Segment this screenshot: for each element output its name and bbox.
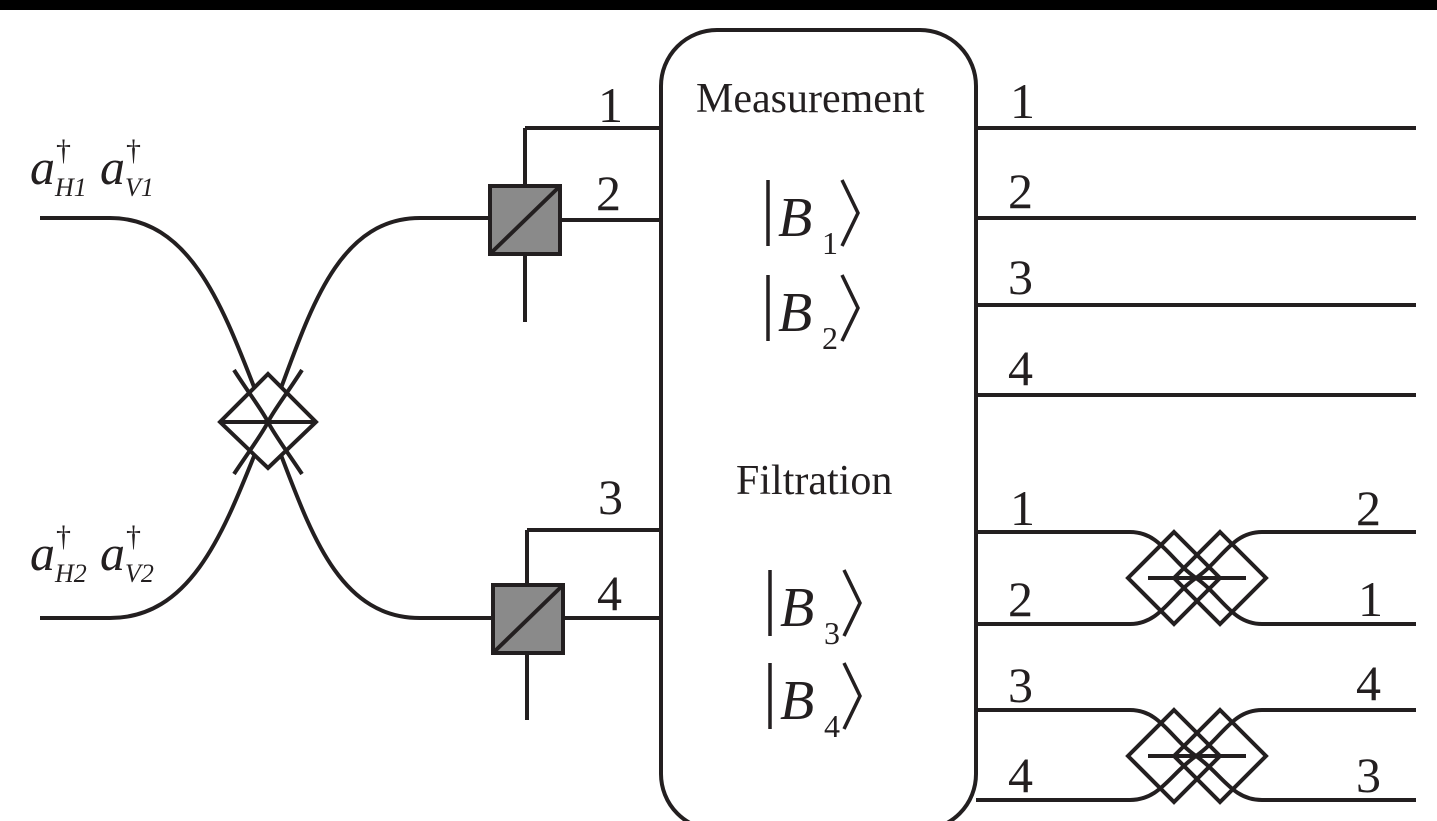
svg-text:2: 2 [822, 320, 838, 356]
svg-text:B: B [778, 282, 812, 344]
filt-in-label-1: 1 [1010, 480, 1035, 536]
svg-text:a: a [100, 139, 125, 195]
pbs-bottom [491, 528, 660, 720]
svg-text:V2: V2 [125, 559, 154, 588]
input-label-bottom: a † H2 a † V2 [30, 520, 154, 588]
svg-text:B: B [780, 577, 814, 639]
port-label-4: 4 [597, 565, 622, 621]
filtration-pair-34 [976, 707, 1416, 805]
meas-out-label-2: 2 [1008, 163, 1033, 219]
measurement-output-lines [976, 126, 1416, 397]
filt-out-label-3: 3 [1356, 747, 1381, 803]
port-label-3: 3 [598, 469, 623, 525]
svg-text:†: † [56, 134, 71, 167]
meas-out-label-1: 1 [1010, 73, 1035, 129]
svg-text:3: 3 [824, 615, 840, 651]
svg-text:a: a [100, 525, 125, 581]
port-label-2: 2 [596, 165, 621, 221]
svg-text:V1: V1 [125, 173, 154, 202]
top-border-bar [0, 0, 1437, 10]
svg-text:a: a [30, 525, 55, 581]
filt-in-label-3: 3 [1008, 657, 1033, 713]
meas-out-label-3: 3 [1008, 249, 1033, 305]
filt-in-label-4: 4 [1008, 747, 1033, 803]
input-label-top: a † H1 a † V1 [30, 134, 154, 202]
ket-b2: B 2 [766, 274, 860, 356]
port-label-1: 1 [598, 77, 623, 133]
filtration-pair-12 [976, 529, 1416, 627]
ket-b4: B 4 [768, 662, 862, 744]
measurement-label: Measurement [696, 76, 925, 122]
svg-text:B: B [778, 187, 812, 249]
beam-splitter-left [217, 368, 319, 476]
ket-b1: B 1 [766, 179, 860, 261]
svg-text:4: 4 [824, 708, 840, 744]
svg-text:1: 1 [822, 225, 838, 261]
svg-text:H2: H2 [54, 559, 87, 588]
meas-out-label-4: 4 [1008, 340, 1033, 396]
svg-text:H1: H1 [54, 173, 87, 202]
filt-out-label-2: 2 [1356, 480, 1381, 536]
svg-text:†: † [126, 520, 141, 553]
filt-out-label-1: 1 [1358, 571, 1383, 627]
filt-in-label-2: 2 [1008, 571, 1033, 627]
svg-text:B: B [780, 670, 814, 732]
filtration-label: Filtration [736, 458, 892, 504]
svg-text:†: † [126, 134, 141, 167]
filt-out-label-4: 4 [1356, 655, 1381, 711]
pbs-top [488, 126, 660, 322]
svg-text:a: a [30, 139, 55, 195]
ket-b3: B 3 [768, 569, 862, 651]
measurement-filtration-box [659, 28, 978, 821]
svg-text:†: † [56, 520, 71, 553]
